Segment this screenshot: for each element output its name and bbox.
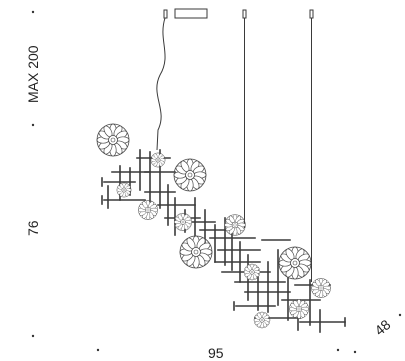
flower-icon (173, 158, 207, 192)
flower-icon (278, 246, 312, 280)
dimension-dots (31, 10, 402, 354)
power-cable (156, 17, 166, 151)
body-height-label: 76 (25, 220, 41, 236)
flower-icon (224, 214, 246, 236)
flower-icon (243, 263, 261, 281)
suspension (156, 8, 314, 282)
flowers (96, 123, 331, 329)
rod-lattice (101, 149, 346, 333)
flower-icon (311, 278, 331, 298)
flower-icon (179, 235, 213, 269)
flower-icon (289, 299, 309, 319)
flower-icon (253, 311, 271, 329)
flower-icon (150, 152, 166, 168)
ceiling-canopy (174, 8, 208, 19)
max-height-label: MAX 200 (25, 45, 41, 103)
width-label: 95 (208, 345, 224, 361)
flower-icon (96, 123, 130, 157)
flower-icon (116, 182, 132, 198)
flower-icon (138, 200, 158, 220)
flower-icon (173, 212, 193, 232)
